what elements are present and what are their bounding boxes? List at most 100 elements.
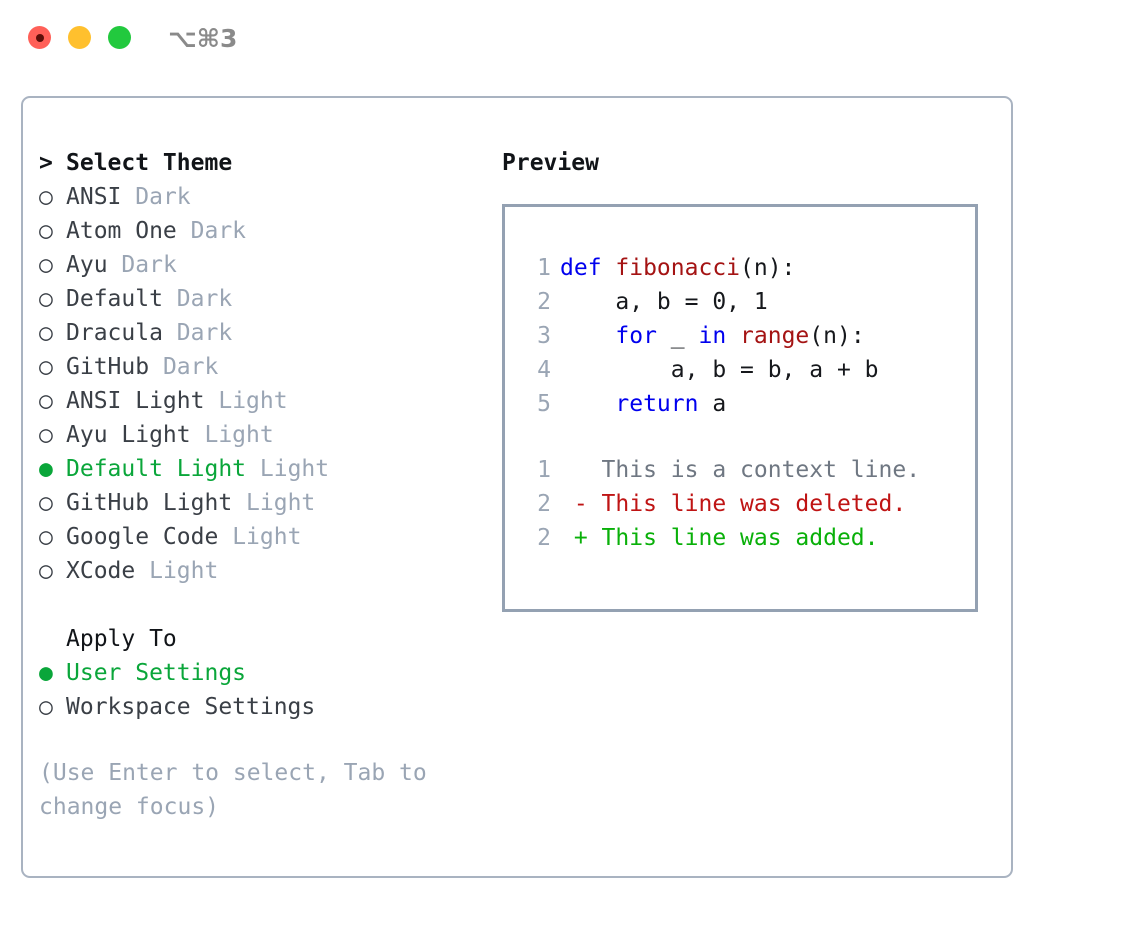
theme-option-label: GitHub: [66, 354, 150, 380]
theme-option-ayu-light[interactable]: ○Ayu Light Light: [39, 418, 509, 452]
radio-unselected-icon[interactable]: ○: [39, 320, 53, 346]
code-line-number: 4: [537, 357, 551, 383]
radio-unselected-icon[interactable]: ○: [39, 286, 53, 312]
diff-line-context: 1 This is a context line.: [517, 453, 975, 487]
code-line-number: 3: [537, 323, 551, 349]
diff-spacer: [517, 421, 975, 453]
code-token-plain: (n):: [740, 255, 796, 281]
label-separator: [232, 486, 246, 520]
label-separator: [163, 282, 177, 316]
apply-to-option-list: ● User Settings ○ Workspace Settings: [39, 656, 509, 724]
theme-variant-tag: Light: [259, 456, 330, 482]
diff-line-added: 2 + This line was added.: [517, 521, 975, 555]
label-separator: [246, 452, 260, 486]
code-token-plain: [560, 391, 615, 417]
radio-unselected-icon[interactable]: ○: [39, 184, 53, 210]
theme-variant-tag: Light: [218, 388, 288, 414]
label-separator: [163, 316, 177, 350]
theme-option-google-code[interactable]: ○Google Code Light: [39, 520, 509, 554]
label-separator: [149, 350, 163, 384]
code-token-plain: a, b = b, a + b: [560, 357, 879, 383]
code-token-keyword: in: [698, 323, 727, 349]
theme-option-ansi[interactable]: ○ANSI Dark: [39, 180, 509, 214]
theme-variant-tag: Light: [232, 524, 302, 550]
code-line-text: a, b = 0, 1: [560, 285, 767, 319]
radio-unselected-icon[interactable]: ○: [39, 524, 53, 550]
theme-option-default[interactable]: ○ Default Dark: [39, 282, 509, 316]
diff-line-text: This line was deleted.: [587, 491, 907, 517]
label-separator: [191, 418, 205, 452]
list-spacer: [39, 588, 509, 622]
code-token-plain: a: [698, 391, 727, 417]
diff-marker: +: [560, 525, 588, 551]
theme-option-label: Dracula: [66, 320, 163, 346]
code-line-text: return a: [560, 387, 726, 421]
theme-option-label: XCode: [66, 558, 136, 584]
diff-sample: 1 This is a context line.2 - This line w…: [517, 453, 975, 555]
radio-selected-icon[interactable]: ●: [39, 456, 53, 482]
theme-option-label: Atom One: [66, 218, 177, 244]
code-line: 2 a, b = 0, 1: [517, 285, 975, 319]
radio-unselected-icon[interactable]: ○: [39, 490, 53, 516]
theme-variant-tag: Dark: [162, 354, 219, 380]
maximize-window-button[interactable]: [108, 26, 131, 49]
theme-selection-column: > Select Theme ○ANSI Dark○Atom One Dark○…: [39, 146, 509, 824]
code-line: 3 for _ in range(n):: [517, 319, 975, 353]
apply-to-heading: Apply To: [66, 626, 177, 652]
theme-option-github[interactable]: ○ GitHub Dark: [39, 350, 509, 384]
radio-unselected-icon[interactable]: ○: [39, 354, 53, 380]
radio-unselected-icon[interactable]: ○: [39, 558, 53, 584]
page-title: Select Theme: [66, 150, 233, 176]
theme-variant-tag: Light: [149, 558, 219, 584]
radio-unselected-icon[interactable]: ○: [39, 388, 53, 414]
theme-variant-tag: Dark: [190, 218, 247, 244]
diff-line-number: 2: [537, 491, 551, 517]
label-separator: [177, 214, 191, 248]
label-separator: [204, 384, 218, 418]
code-token-function: range: [740, 323, 810, 349]
prompt-marker-icon: >: [39, 150, 53, 176]
minimize-window-button[interactable]: [68, 26, 91, 49]
theme-option-ayu[interactable]: ○Ayu Dark: [39, 248, 509, 282]
theme-option-github-light[interactable]: ○GitHub Light Light: [39, 486, 509, 520]
theme-option-xcode[interactable]: ○ XCode Light: [39, 554, 509, 588]
theme-option-label: Default Light: [66, 456, 247, 482]
theme-variant-tag: Dark: [176, 286, 233, 312]
radio-selected-icon[interactable]: ●: [39, 660, 53, 686]
apply-to-option-user-settings[interactable]: ● User Settings: [39, 656, 509, 690]
theme-option-label: Default: [66, 286, 163, 312]
theme-option-list: ○ANSI Dark○Atom One Dark○Ayu Dark○Defaul…: [39, 180, 509, 588]
code-token-plain: (n):: [809, 323, 865, 349]
label-separator: [218, 520, 232, 554]
apply-to-option-workspace-settings[interactable]: ○ Workspace Settings: [39, 690, 509, 724]
close-window-button[interactable]: [28, 26, 51, 49]
apply-to-option-label: User Settings: [66, 660, 247, 686]
code-token-keyword: for: [615, 323, 657, 349]
theme-option-default-light[interactable]: ● Default Light Light: [39, 452, 509, 486]
radio-unselected-icon[interactable]: ○: [39, 218, 53, 244]
code-line: 4 a, b = b, a + b: [517, 353, 975, 387]
theme-option-ansi-light[interactable]: ○ANSI Light Light: [39, 384, 509, 418]
code-token-plain: [726, 323, 740, 349]
code-line: 5 return a: [517, 387, 975, 421]
theme-variant-tag: Dark: [135, 184, 191, 210]
code-line-text: for _ in range(n):: [560, 319, 865, 353]
apply-to-option-label: Workspace Settings: [66, 694, 316, 720]
code-token-plain: _: [656, 323, 699, 349]
theme-picker-panel: > Select Theme ○ANSI Dark○Atom One Dark○…: [21, 96, 1013, 878]
theme-option-label: Ayu Light: [66, 422, 191, 448]
select-theme-heading: > Select Theme: [39, 146, 509, 180]
theme-option-dracula[interactable]: ○ Dracula Dark: [39, 316, 509, 350]
theme-variant-tag: Dark: [176, 320, 233, 346]
theme-variant-tag: Dark: [121, 252, 177, 278]
theme-option-atom-one[interactable]: ○ Atom One Dark: [39, 214, 509, 248]
title-bar: ⌥⌘3: [0, 0, 1140, 76]
radio-unselected-icon[interactable]: ○: [39, 422, 53, 448]
radio-unselected-icon[interactable]: ○: [39, 252, 53, 278]
radio-unselected-icon[interactable]: ○: [39, 694, 53, 720]
